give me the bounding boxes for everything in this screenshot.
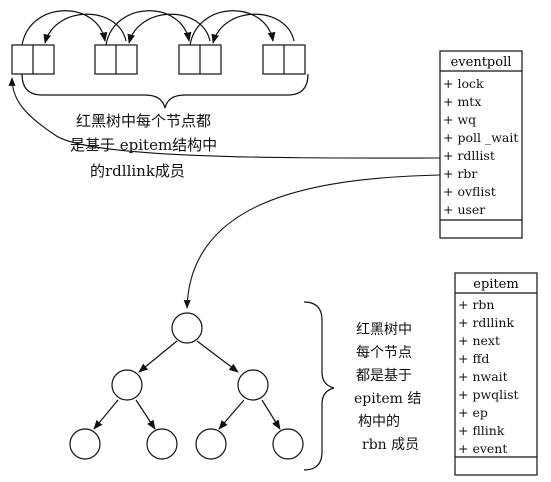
- tree-node: [146, 428, 178, 460]
- tree-node: [111, 369, 143, 401]
- prev-link-arrow: [211, 13, 295, 44]
- prev-link-arrow: [43, 13, 127, 44]
- eventpoll-field: + wq: [443, 112, 476, 127]
- list-node: [11, 44, 55, 75]
- list-note: 红黑树中每个节点都 是基于 epitem结构中 的rdllink成员: [70, 112, 217, 180]
- rb-tree: [69, 301, 335, 471]
- epitem-field: + pwqlist: [458, 387, 519, 402]
- next-link-arrow: [189, 10, 276, 46]
- tree-note-line: 红黑树中: [356, 322, 412, 338]
- epitem-field: + event: [458, 441, 507, 456]
- eventpoll-field: + user: [443, 202, 485, 217]
- tree-node: [272, 428, 304, 460]
- epitem-field: + rbn: [458, 297, 494, 312]
- epitem-field: + next: [458, 333, 500, 348]
- list-note-line: 红黑树中每个节点都: [76, 112, 211, 130]
- eventpoll-field: + rdllist: [443, 148, 495, 163]
- epitem-field: + nwait: [458, 369, 508, 384]
- tree-node-root: [171, 312, 203, 344]
- tree-node: [195, 428, 227, 460]
- list-node: [262, 44, 306, 75]
- epitem-class-box: epitem + rbn + rdllink + next + ffd + nw…: [454, 272, 538, 476]
- tree-note-line: rbn 成员: [362, 437, 419, 453]
- rbr-arrow: [183, 174, 441, 309]
- rdllist-arrow: [8, 77, 441, 159]
- eventpoll-field: + lock: [443, 76, 484, 91]
- list-note-line: 是基于 epitem结构中: [70, 136, 217, 154]
- epitem-field: + fllink: [458, 423, 505, 438]
- next-link-arrow: [105, 10, 192, 46]
- tree-note-line: 每个节点: [356, 345, 412, 361]
- epitem-title: epitem: [473, 277, 518, 292]
- tree-note-line: 构中的: [358, 414, 400, 430]
- list-brace: [21, 73, 309, 109]
- eventpoll-field: + poll _wait: [443, 130, 518, 145]
- tree-note: 红黑树中 每个节点 都是基于 epitem 结 构中的 rbn 成员: [354, 322, 421, 453]
- tree-edges: [93, 340, 281, 430]
- eventpoll-field: + rbr: [443, 166, 477, 181]
- list-node: [178, 44, 222, 75]
- rdllink-list: [11, 10, 309, 109]
- epitem-field: + rdllink: [458, 315, 514, 330]
- tree-node: [69, 428, 101, 460]
- eventpoll-field: + mtx: [443, 94, 481, 109]
- next-link-arrow: [21, 10, 108, 46]
- list-node: [94, 44, 138, 75]
- epitem-field: + ffd: [458, 351, 489, 366]
- tree-node: [237, 369, 269, 401]
- list-note-line: 的rdllink成员: [90, 162, 185, 180]
- eventpoll-class-box: eventpoll + lock + mtx + wq + poll _wait…: [439, 50, 523, 239]
- prev-link-arrow: [127, 13, 211, 44]
- epitem-field: + ep: [458, 405, 488, 420]
- eventpoll-field: + ovflist: [443, 184, 496, 199]
- tree-brace: [303, 301, 335, 471]
- tree-note-line: epitem 结: [354, 391, 421, 407]
- eventpoll-title: eventpoll: [451, 55, 512, 70]
- tree-note-line: 都是基于: [356, 367, 412, 384]
